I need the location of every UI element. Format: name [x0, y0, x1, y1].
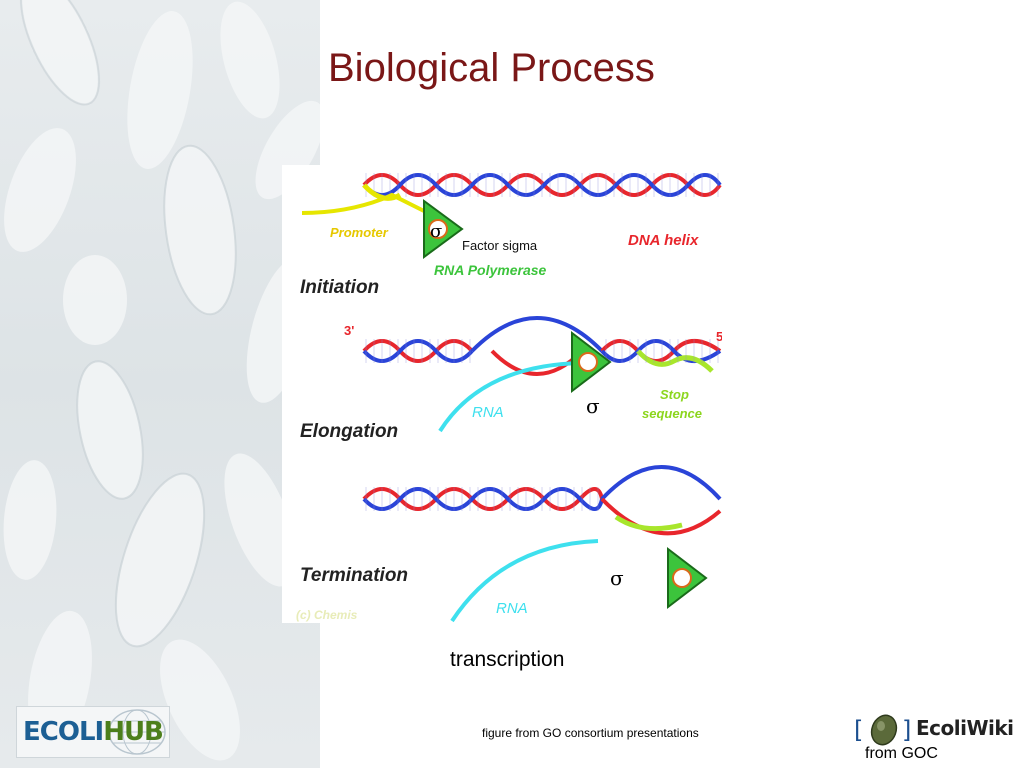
transcription-diagram-svg: Promoter DNA helix σ Factor sigma RNA Po…	[296, 173, 722, 623]
ecoliwiki-wordmark: EcoliWiki	[916, 716, 1014, 740]
rna-strand-elongation	[438, 361, 583, 433]
dna-helix-termination	[362, 465, 722, 536]
ecoli-micrograph-background	[0, 0, 320, 768]
sigma-symbol-initiation: σ	[430, 221, 442, 242]
dna-helix-initiation	[301, 173, 722, 217]
transcription-diagram: Promoter DNA helix σ Factor sigma RNA Po…	[282, 165, 722, 623]
enzyme-circle-elongation	[578, 352, 598, 372]
stage-termination-label: Termination	[300, 565, 408, 586]
stage-elongation-label: Elongation	[300, 421, 398, 442]
ecolihub-wordmark-part1: ECOLI	[23, 717, 104, 747]
ecolihub-logo[interactable]: ECOLIHUB	[16, 706, 170, 758]
bacteria-cells-image	[3, 0, 320, 761]
three-prime-label: 3'	[344, 323, 354, 338]
svg-text:]: ]	[902, 716, 911, 744]
enzyme-circle-termination	[672, 568, 692, 588]
factor-sigma-label: Factor sigma	[462, 238, 538, 253]
sequence-label: sequence	[642, 406, 702, 421]
rna-polymerase-label: RNA Polymerase	[434, 262, 547, 278]
copyright-watermark: (c) Chemis	[296, 608, 358, 622]
globe-icon	[108, 709, 166, 755]
rna-label-elongation: RNA	[472, 404, 504, 421]
slide-title: Biological Process	[328, 46, 655, 90]
rna-strand-termination	[450, 539, 599, 623]
dna-helix-label: DNA helix	[628, 232, 699, 249]
figure-caption: transcription	[450, 648, 565, 671]
source-note: from GOC	[865, 745, 938, 762]
promoter-label: Promoter	[330, 225, 389, 240]
ecolihub-wordmark: ECOLIHUB	[23, 717, 164, 747]
ecoliwiki-logo[interactable]: [ ] EcoliWiki	[852, 712, 1014, 746]
sigma-symbol-elongation: σ	[586, 394, 600, 418]
stop-label: Stop	[660, 387, 689, 402]
sigma-symbol-termination: σ	[610, 566, 624, 590]
sigma-factor-circle-initiation	[428, 219, 448, 239]
figure-credit: figure from GO consortium presentations	[482, 726, 699, 740]
five-prime-label: 5'	[716, 329, 722, 344]
bacterium-icon: [ ]	[854, 714, 911, 746]
stage-initiation-label: Initiation	[300, 277, 379, 298]
rna-label-termination: RNA	[496, 600, 528, 617]
ecolihub-wordmark-part2: HUB	[103, 717, 164, 747]
svg-text:[: [	[854, 716, 863, 744]
